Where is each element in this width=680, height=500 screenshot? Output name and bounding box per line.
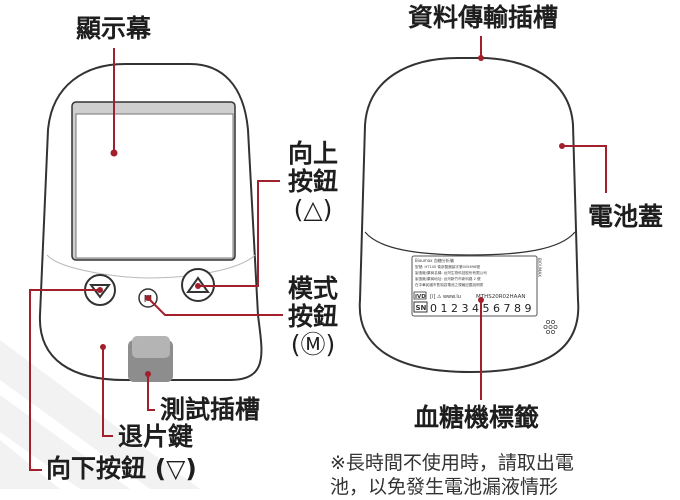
label-device-label: 血糖機標籤 xyxy=(414,403,540,432)
label-mode-button: 模式 按鈕 (Ⓜ) xyxy=(281,275,345,359)
sticker-code: MTHS20R02HAAN xyxy=(476,294,525,300)
back-device-body xyxy=(358,57,580,374)
label-data-port: 資料傳輸插槽 xyxy=(408,3,559,32)
display-screen-panel xyxy=(75,113,234,259)
leader-dots xyxy=(97,55,565,377)
label-battery-cover: 電池蓋 xyxy=(588,202,664,231)
sticker-brand: Bioumax 血糖分析儀 xyxy=(415,257,454,263)
device-sticker xyxy=(411,255,538,317)
label-mode-button-symbol: (Ⓜ) xyxy=(290,330,336,359)
leader-battery xyxy=(562,145,607,193)
label-down-button: 向下按鈕 (▽) xyxy=(46,454,197,483)
leader-eject xyxy=(102,347,113,437)
sticker-line2: 型號: HT100 衛部醫器製字第005696號 xyxy=(415,264,480,269)
sticker-ivd: IVD xyxy=(415,294,426,300)
sticker-line4: 製造廠/藥商地址: 台灣新竹市新科路 2 號 xyxy=(415,276,481,281)
label-mode-button-line1: 模式 xyxy=(287,274,338,303)
front-device-inner-edge xyxy=(46,254,256,279)
label-eject-key: 退片鍵 xyxy=(118,422,194,451)
device-illustration: M Bioumax 血糖分析儀 型號: HT100 衛部醫器製字第005696號… xyxy=(29,36,607,471)
leader-mode-button xyxy=(147,297,283,316)
sticker-side-text: BIOUMAX xyxy=(537,258,542,277)
label-test-slot: 測試插槽 xyxy=(160,395,261,424)
sticker-line5: 在中華民國市售相容電池之規格記載說明書 xyxy=(415,282,484,287)
sticker-sn-label: SN xyxy=(416,304,427,312)
battery-cover-seam xyxy=(364,231,576,256)
label-up-button-line1: 向上 xyxy=(287,139,338,168)
sticker-line3: 製造廠/藥商名稱: 台灣生物科技股份有限公司 xyxy=(415,270,487,275)
label-up-button-symbol: (△) xyxy=(293,195,333,224)
battery-note-line1: ※長時間不使用時，請取出電 xyxy=(330,452,574,474)
leader-up-button xyxy=(198,180,280,287)
leader-down xyxy=(29,289,100,471)
label-up-button-line2: 按鈕 xyxy=(287,167,338,196)
leader-lines xyxy=(29,36,607,471)
battery-note: ※長時間不使用時，請取出電 池，以免發生電池漏液情形 xyxy=(330,452,574,500)
speaker-holes-icon xyxy=(543,319,558,334)
label-mode-button-line2: 按鈕 xyxy=(287,302,338,331)
sticker-symbols: [i] ⚠ www.lu xyxy=(430,294,461,300)
battery-note-line2: 池，以免發生電池漏液情形 xyxy=(330,475,559,498)
label-display-screen: 顯示幕 xyxy=(76,14,152,43)
leader-test-slot xyxy=(147,374,155,411)
eject-key xyxy=(132,336,170,358)
diagram: M Bioumax 血糖分析儀 型號: HT100 衛部醫器製字第005696號… xyxy=(0,3,664,498)
label-up-button: 向上 按鈕 (△) xyxy=(281,140,345,224)
